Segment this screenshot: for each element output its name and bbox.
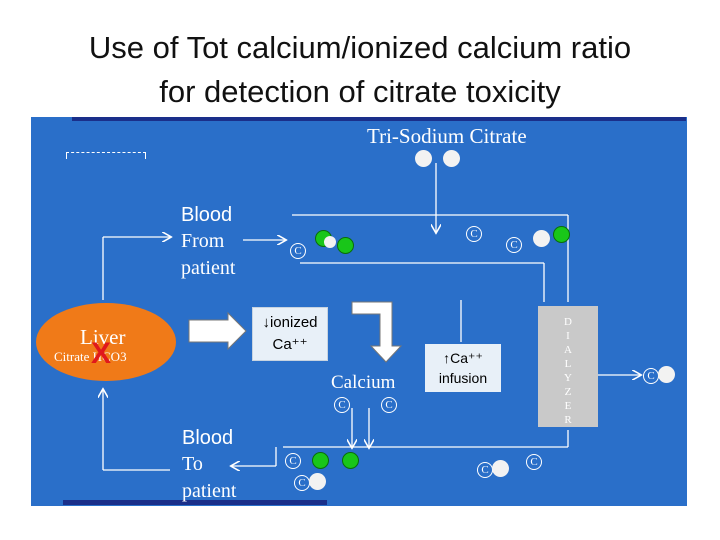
blood-from-label: Blood: [181, 202, 232, 228]
infusion-line1: ↑Ca⁺⁺: [443, 350, 483, 366]
liver-label: Liver: [80, 325, 126, 349]
citrate-molecule: [658, 366, 675, 383]
panel-bottom-rule: [63, 500, 327, 505]
blood-to-rest: To patient: [182, 451, 236, 505]
citrate-ion: C: [290, 243, 306, 259]
citrate-ion: C: [526, 454, 542, 470]
citrate-ion: C: [643, 368, 659, 384]
citrate-ion: C: [466, 226, 482, 242]
calcium-ion: [312, 452, 329, 469]
dialyzer: D I A L Y Z E R: [538, 306, 598, 427]
citrate-ion: C: [294, 475, 310, 491]
liver-organ: [36, 303, 176, 381]
citrate-molecule: [443, 150, 460, 167]
ionized-line1: ↓ionized: [262, 314, 318, 331]
citrate-molecule: [309, 473, 326, 490]
dashed-bracket: [66, 152, 146, 159]
ionized-calcium-box: ↓ionized Ca⁺⁺: [252, 307, 328, 361]
calcium-ion: [342, 452, 359, 469]
calcium-ion: [337, 237, 354, 254]
liver-formula: Citrate HCO3: [54, 349, 127, 364]
slide-title: Use of Tot calcium/ionized calcium ratio…: [0, 26, 720, 114]
blood-to-label: Blood: [182, 425, 233, 451]
blood-from-rest: From patient: [181, 228, 235, 282]
citrate-ion: C: [381, 397, 397, 413]
dialyzer-letter: A: [564, 344, 572, 356]
tri-sodium-citrate-label: Tri-Sodium Citrate: [367, 124, 527, 148]
citrate-molecule: [324, 236, 336, 248]
dialyzer-letter: Y: [564, 372, 572, 384]
dialyzer-letter: D: [564, 316, 572, 328]
blood-from-line3: patient: [181, 257, 236, 279]
blood-to-line1: Blood: [182, 427, 234, 449]
blocked-x-mark: X: [91, 337, 112, 370]
calcium-label: Calcium: [331, 372, 396, 393]
slide-title-line1: Use of Tot calcium/ionized calcium ratio: [88, 30, 632, 65]
dialyzer-letter: Z: [564, 386, 572, 398]
dialyzer-letter: R: [564, 414, 572, 426]
dialyzer-letter: E: [564, 400, 572, 412]
blood-to-line2: To: [182, 453, 203, 475]
dialyzer-letter: L: [564, 358, 572, 370]
infusion-line2: infusion: [438, 370, 488, 386]
calcium-infusion-box: ↑Ca⁺⁺ infusion: [425, 344, 501, 392]
citrate-ion: C: [477, 462, 493, 478]
calcium-ion: [553, 226, 570, 243]
ionized-line2: Ca⁺⁺: [272, 336, 308, 353]
slide-title-line2: for detection of citrate toxicity: [159, 74, 561, 109]
citrate-molecule: [533, 230, 550, 247]
panel-top-rule: [72, 117, 686, 121]
citrate-ion: C: [506, 237, 522, 253]
blood-from-line1: Blood: [181, 204, 233, 226]
blood-from-line2: From: [181, 230, 225, 252]
citrate-ion: C: [334, 397, 350, 413]
citrate-ion: C: [285, 453, 301, 469]
citrate-molecule: [492, 460, 509, 477]
citrate-molecule: [415, 150, 432, 167]
blood-to-line3: patient: [182, 480, 237, 502]
dialyzer-letter: I: [566, 330, 570, 342]
